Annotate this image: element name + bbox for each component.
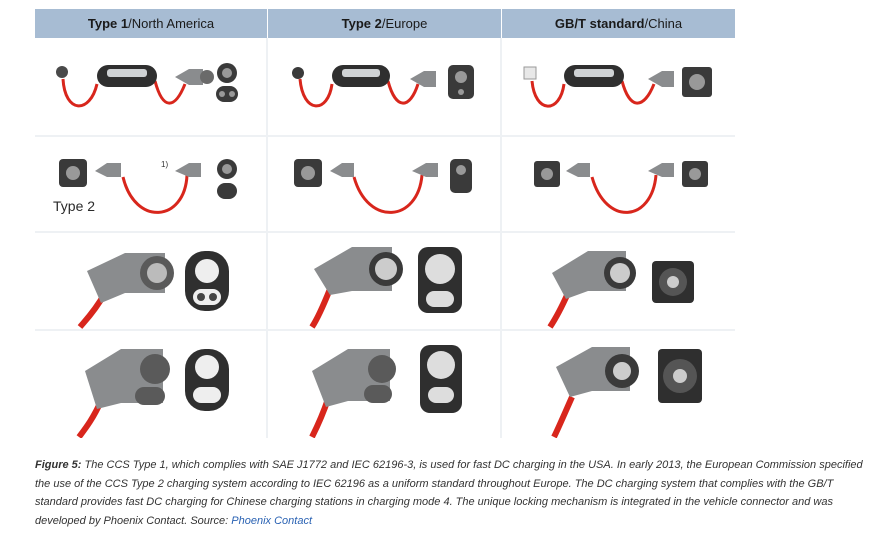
- row-divider: [35, 135, 735, 137]
- column-divider: [266, 38, 268, 438]
- header-standard: GB/T standard: [554, 16, 645, 31]
- vehicle-plug-icon: [412, 163, 438, 177]
- vehicle-plug-icon: [648, 71, 674, 87]
- gbt-ac-connector-image: [502, 233, 735, 329]
- row-label: Type 2: [53, 198, 96, 214]
- header-region: /Europe: [381, 16, 428, 31]
- station-plug-icon: [95, 163, 121, 177]
- column-header-type1: Type 1/North America: [35, 9, 267, 38]
- type1-mode3-cable-image: [35, 137, 266, 231]
- row-divider: [35, 329, 735, 331]
- ccs-comparison-figure: Type 1/North America Type 2/Europe GB/T …: [35, 9, 735, 438]
- type1-dc-connector-image: [35, 331, 266, 438]
- station-plug-icon: [566, 163, 590, 177]
- wall-plug-icon: [292, 67, 304, 79]
- header-region: /China: [644, 16, 683, 31]
- type2-dc-connector-image: [268, 331, 500, 438]
- vehicle-plug-icon: [175, 163, 201, 177]
- header-region: /North America: [128, 16, 215, 31]
- row-divider: [35, 231, 735, 233]
- type1-ac-connector-image: [35, 233, 266, 329]
- type2-mode3-cable-image: [268, 137, 500, 231]
- column-divider: [500, 38, 502, 438]
- gbt-ac-cable-image: [502, 39, 735, 135]
- wall-plug-icon: [523, 66, 537, 80]
- type2-ac-cable-image: [268, 39, 500, 135]
- figure-caption: Figure 5: The CCS Type 1, which complies…: [35, 456, 870, 530]
- vehicle-inlet-icon: [450, 159, 472, 193]
- wall-plug-icon: [56, 66, 68, 78]
- gbt-plug-icon: [552, 251, 626, 299]
- vehicle-plug-icon: [648, 163, 674, 177]
- vehicle-plug-icon: [175, 69, 203, 85]
- gbt-dc-connector-image: [502, 331, 735, 438]
- caption-text: The CCS Type 1, which complies with SAE …: [35, 459, 863, 527]
- type2-ac-connector-image: [268, 233, 500, 329]
- column-header-type2: Type 2/Europe: [268, 9, 501, 38]
- header-standard: Type 2: [341, 16, 382, 31]
- gbt-mode3-cable-image: [502, 137, 735, 231]
- column-header-gbt: GB/T standard/China: [502, 9, 735, 38]
- vehicle-plug-icon: [410, 71, 436, 87]
- station-plug-icon: [330, 163, 354, 177]
- header-standard: Type 1: [87, 16, 129, 31]
- type1-ac-cable-image: [35, 39, 266, 135]
- footnote-marker: 1): [161, 160, 169, 169]
- source-link[interactable]: Phoenix Contact: [231, 514, 313, 527]
- caption-label: Figure 5:: [35, 459, 82, 471]
